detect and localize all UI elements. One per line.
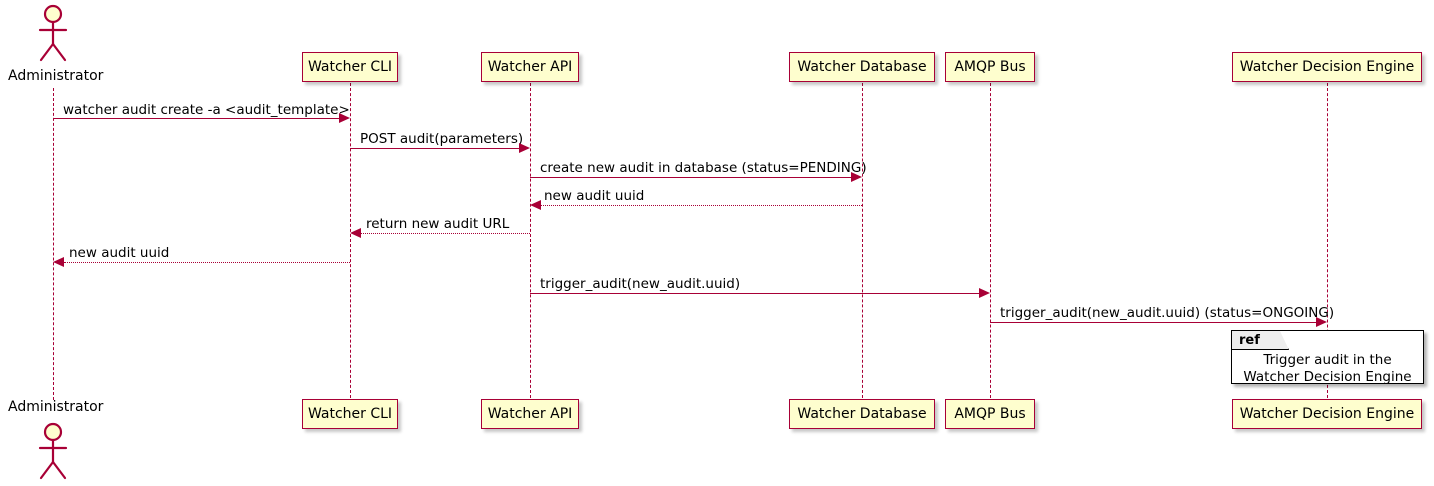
message-line-m1 [53,118,339,119]
message-label-m1: watcher audit create -a <audit_template> [63,102,350,118]
message-label-m3: create new audit in database (status=PEN… [540,160,867,176]
actor-administrator-bottom [27,422,79,480]
message-arrowhead-m5 [350,228,361,238]
message-line-m7 [530,293,979,294]
ref-fragment-line-2: Watcher Decision Engine [1243,369,1412,385]
lifeline-watcher-api [530,83,531,398]
participant-watcher-api-bottom[interactable]: Watcher API [481,399,579,429]
participant-watcher-decision-engine-top[interactable]: Watcher Decision Engine [1232,52,1422,82]
message-label-m7: trigger_audit(new_audit.uuid) [540,276,741,292]
participant-amqp-bus-bottom[interactable]: AMQP Bus [945,399,1035,429]
actor-label-administrator-bottom: Administrator [8,399,104,415]
message-line-m8 [990,322,1316,323]
ref-fragment: ref Trigger audit in the Watcher Decisio… [1231,330,1424,386]
actor-administrator-top [27,4,79,62]
ref-fragment-body: Trigger audit in the Watcher Decision En… [1232,352,1423,386]
message-arrowhead-m4 [530,200,541,210]
message-label-m8: trigger_audit(new_audit.uuid) (status=ON… [1000,305,1335,321]
ref-fragment-line-1: Trigger audit in the [1263,352,1392,368]
lifeline-administrator [53,88,54,400]
lifeline-amqp-bus [990,83,991,398]
message-line-m2 [350,148,519,149]
message-label-m2: POST audit(parameters) [360,131,524,147]
participant-watcher-cli-top[interactable]: Watcher CLI [302,52,398,82]
participant-watcher-cli-bottom[interactable]: Watcher CLI [302,399,398,429]
participant-watcher-api-top[interactable]: Watcher API [481,52,579,82]
message-line-m6 [64,262,350,263]
message-arrowhead-m3 [851,172,862,182]
participant-watcher-decision-engine-bottom[interactable]: Watcher Decision Engine [1232,399,1422,429]
participant-watcher-database-top[interactable]: Watcher Database [789,52,935,82]
message-arrowhead-m8 [1316,317,1327,327]
message-label-m6: new audit uuid [69,245,170,261]
lifeline-watcher-cli [350,83,351,398]
message-line-m3 [530,177,851,178]
message-arrowhead-m2 [519,143,530,153]
participant-amqp-bus-top[interactable]: AMQP Bus [945,52,1035,82]
participant-watcher-database-bottom[interactable]: Watcher Database [789,399,935,429]
message-line-m5 [361,233,530,234]
message-label-m4: new audit uuid [544,188,645,204]
ref-fragment-tab: ref [1232,331,1289,350]
message-arrowhead-m6 [53,257,64,267]
message-label-m5: return new audit URL [366,216,510,232]
lifeline-watcher-decision-engine [1327,83,1328,398]
message-line-m4 [541,205,862,206]
lifeline-watcher-database [862,83,863,398]
ref-fragment-tab-label: ref [1239,332,1260,348]
actor-stick-figure-icon [38,422,68,480]
actor-stick-figure-icon [38,4,68,62]
actor-label-administrator-top: Administrator [8,68,104,84]
message-arrowhead-m7 [979,288,990,298]
message-arrowhead-m1 [339,113,350,123]
